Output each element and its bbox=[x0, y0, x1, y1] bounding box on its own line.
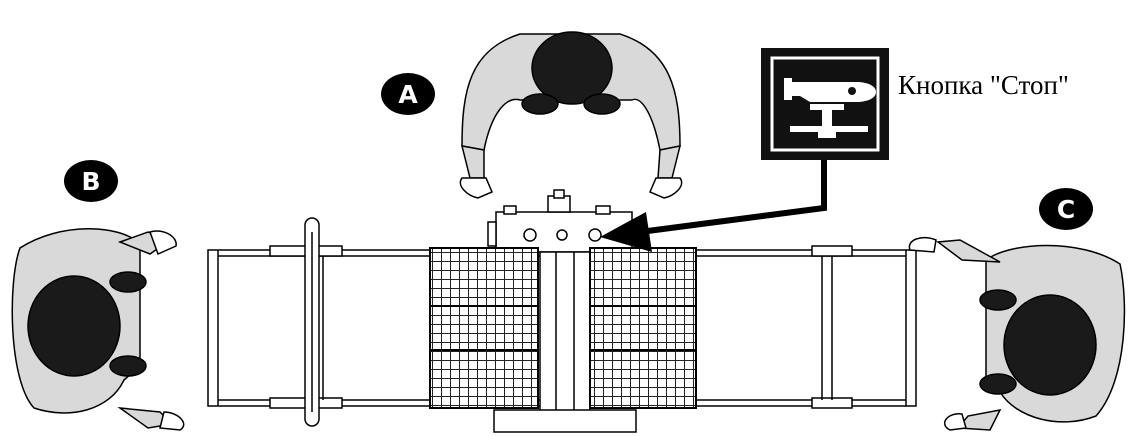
stop-button-callout: Кнопка "Стоп" bbox=[761, 48, 1069, 160]
marker-b: B bbox=[64, 160, 118, 202]
control-knob-2 bbox=[556, 229, 568, 241]
stop-button-symbol bbox=[588, 228, 602, 242]
stop-button-icon bbox=[784, 78, 876, 138]
marker-c: C bbox=[1039, 188, 1093, 230]
pointer-arrow bbox=[600, 160, 827, 252]
grid-panel-right bbox=[589, 247, 697, 409]
right-roller-frame bbox=[811, 245, 853, 409]
conveyor-machine bbox=[207, 189, 917, 433]
marker-c-label: C bbox=[1057, 195, 1075, 224]
control-knob-1 bbox=[523, 228, 537, 242]
stop-button-caption: Кнопка "Стоп" bbox=[898, 70, 1069, 100]
left-roller-frame bbox=[269, 217, 343, 427]
grid-panel-left bbox=[429, 247, 539, 409]
marker-a-label: A bbox=[398, 80, 418, 109]
marker-b-label: B bbox=[81, 167, 100, 196]
operator-a-figure bbox=[459, 31, 683, 199]
operator-b-figure bbox=[11, 228, 185, 431]
operator-c-figure bbox=[908, 236, 1126, 431]
marker-a: A bbox=[381, 73, 435, 115]
